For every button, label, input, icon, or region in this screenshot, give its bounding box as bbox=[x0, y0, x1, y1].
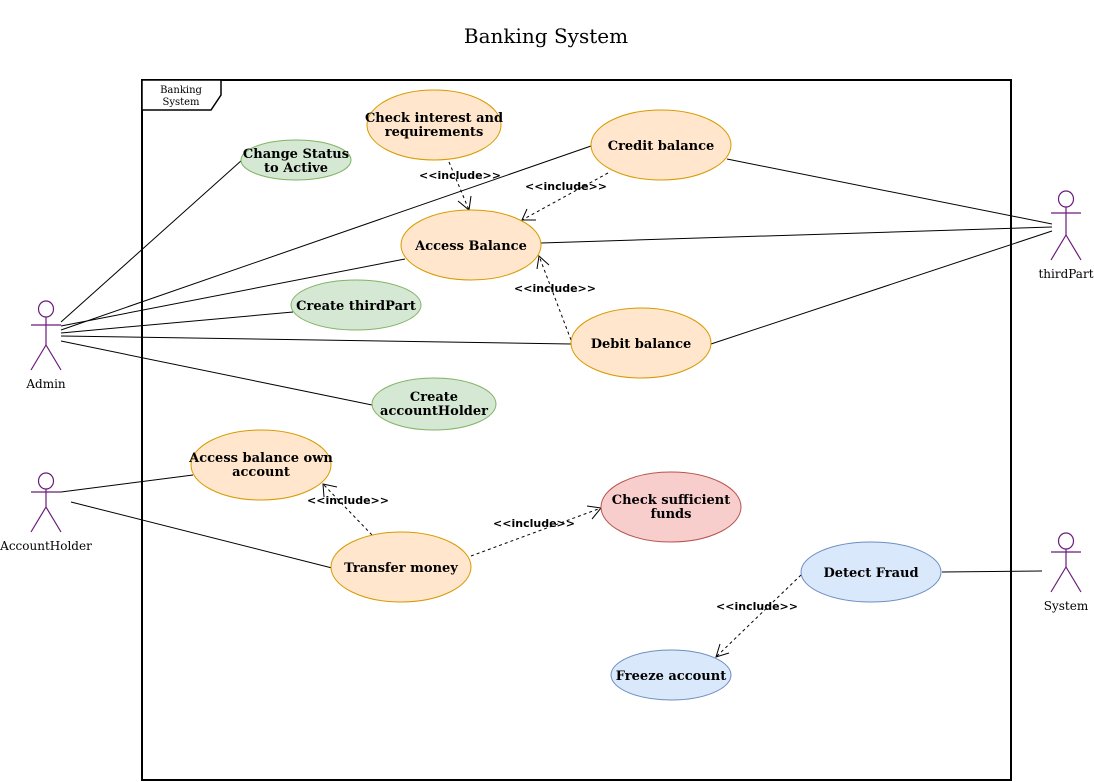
assoc-system-detect-fraud bbox=[941, 570, 1043, 573]
actor-system[interactable]: System bbox=[1044, 532, 1089, 613]
use-case-ellipse bbox=[590, 109, 732, 181]
assoc-admin-change-status bbox=[60, 159, 243, 323]
use-case-label: to Active bbox=[264, 161, 328, 176]
use-case-freeze-account[interactable]: Freeze account bbox=[610, 649, 732, 701]
actor-label: Admin bbox=[25, 377, 66, 391]
use-case-label: Freeze account bbox=[616, 669, 726, 684]
use-case-label: Create bbox=[410, 390, 458, 405]
include-label: <<include>> bbox=[493, 517, 575, 530]
frame-tab bbox=[141, 79, 222, 111]
use-case-create-thirdpart[interactable]: Create thirdPart bbox=[290, 279, 422, 331]
use-case-credit-balance[interactable]: Credit balance bbox=[590, 109, 732, 181]
assoc-accountholder-transfer bbox=[70, 501, 333, 569]
use-case-ellipse bbox=[610, 649, 732, 701]
include-arrowhead bbox=[457, 195, 472, 211]
assoc-admin-credit-balance bbox=[60, 145, 592, 331]
use-case-ellipse bbox=[600, 471, 742, 543]
use-case-ellipse bbox=[190, 429, 332, 501]
use-case-label: account bbox=[232, 465, 290, 480]
use-case-ellipse bbox=[800, 541, 942, 603]
actor-label: thirdPart bbox=[1038, 267, 1093, 281]
include-dependencies: <<include>> <<include>> <<include>> <<in… bbox=[307, 161, 802, 658]
stick-figure-icon bbox=[30, 300, 62, 371]
include-transfer-to-check-funds bbox=[470, 507, 602, 557]
use-case-label: Credit balance bbox=[608, 139, 715, 154]
use-case-ellipse bbox=[240, 139, 352, 181]
use-case-ellipse bbox=[400, 209, 542, 281]
include-debit-to-access bbox=[538, 255, 572, 341]
include-label: <<include>> bbox=[716, 600, 798, 613]
assoc-admin-access-balance bbox=[60, 258, 406, 327]
use-case-check-funds[interactable]: Check sufficient funds bbox=[600, 471, 742, 543]
diagram-title: Banking System bbox=[464, 24, 628, 48]
use-case-label: funds bbox=[651, 507, 692, 522]
system-boundary bbox=[141, 79, 1012, 781]
use-case-create-accountholder[interactable]: Create accountHolder bbox=[371, 377, 497, 431]
include-label: <<include>> bbox=[525, 180, 607, 193]
use-case-ellipse bbox=[371, 377, 497, 431]
use-case-label: Create thirdPart bbox=[296, 299, 416, 314]
use-case-debit-balance[interactable]: Debit balance bbox=[570, 307, 712, 379]
actor-thirdpart[interactable]: thirdPart bbox=[1038, 190, 1094, 281]
use-case-change-status[interactable]: Change Status to Active bbox=[240, 139, 352, 181]
use-case-detect-fraud[interactable]: Detect Fraud bbox=[800, 541, 942, 603]
actor-label: AccountHolder bbox=[0, 539, 92, 553]
use-case-label: requirements bbox=[385, 125, 484, 140]
assoc-admin-debit-balance bbox=[60, 335, 572, 345]
include-arrowhead bbox=[521, 208, 536, 221]
use-case-access-balance-own[interactable]: Access balance own account bbox=[188, 429, 333, 501]
use-case-label: Debit balance bbox=[591, 337, 692, 352]
use-case-transfer-money[interactable]: Transfer money bbox=[330, 531, 472, 603]
use-case-ellipse bbox=[366, 89, 502, 161]
actor-admin[interactable]: Admin bbox=[25, 300, 66, 391]
use-case-ellipse bbox=[570, 307, 712, 379]
use-case-label: accountHolder bbox=[380, 404, 488, 419]
frame-label-line1: Banking bbox=[160, 85, 202, 96]
include-credit-to-access bbox=[521, 172, 609, 221]
assoc-thirdpart-credit bbox=[726, 158, 1053, 225]
assoc-thirdpart-debit bbox=[710, 230, 1053, 345]
use-case-label: Transfer money bbox=[344, 561, 458, 576]
include-arrowhead bbox=[322, 483, 338, 498]
actor-label: System bbox=[1044, 599, 1089, 613]
stick-figure-icon bbox=[1050, 190, 1082, 261]
use-case-ellipse bbox=[330, 531, 472, 603]
stick-figure-icon bbox=[1050, 532, 1082, 593]
use-case-label: Check sufficient bbox=[612, 493, 730, 508]
assoc-thirdpart-access bbox=[540, 226, 1053, 244]
include-label: <<include>> bbox=[419, 169, 501, 182]
include-label: <<include>> bbox=[514, 282, 596, 295]
use-case-label: Access Balance bbox=[414, 239, 527, 254]
assoc-accountholder-access-own bbox=[60, 474, 194, 493]
include-detect-fraud-to-freeze bbox=[715, 574, 802, 658]
use-case-label: Check interest and bbox=[365, 111, 503, 126]
use-case-check-interest[interactable]: Check interest and requirements bbox=[365, 89, 503, 161]
include-check-interest-to-access bbox=[448, 161, 470, 211]
use-case-label: Access balance own bbox=[188, 451, 333, 466]
assoc-admin-create-accountholder bbox=[60, 340, 373, 406]
assoc-admin-create-thirdpart bbox=[60, 311, 294, 334]
include-arrowhead bbox=[715, 643, 730, 658]
include-label: <<include>> bbox=[307, 494, 389, 507]
actor-accountholder[interactable]: AccountHolder bbox=[0, 472, 92, 553]
use-case-access-balance[interactable]: Access Balance bbox=[400, 209, 542, 281]
use-case-label: Change Status bbox=[243, 147, 349, 162]
stick-figure-icon bbox=[30, 472, 62, 533]
use-case-ellipse bbox=[290, 279, 422, 331]
frame-label-line2: System bbox=[162, 97, 200, 108]
include-arrowhead bbox=[586, 505, 602, 520]
include-transfer-to-access-own bbox=[322, 483, 373, 536]
associations bbox=[60, 145, 1053, 573]
include-arrowhead bbox=[536, 255, 550, 270]
use-case-label: Detect Fraud bbox=[823, 566, 918, 581]
